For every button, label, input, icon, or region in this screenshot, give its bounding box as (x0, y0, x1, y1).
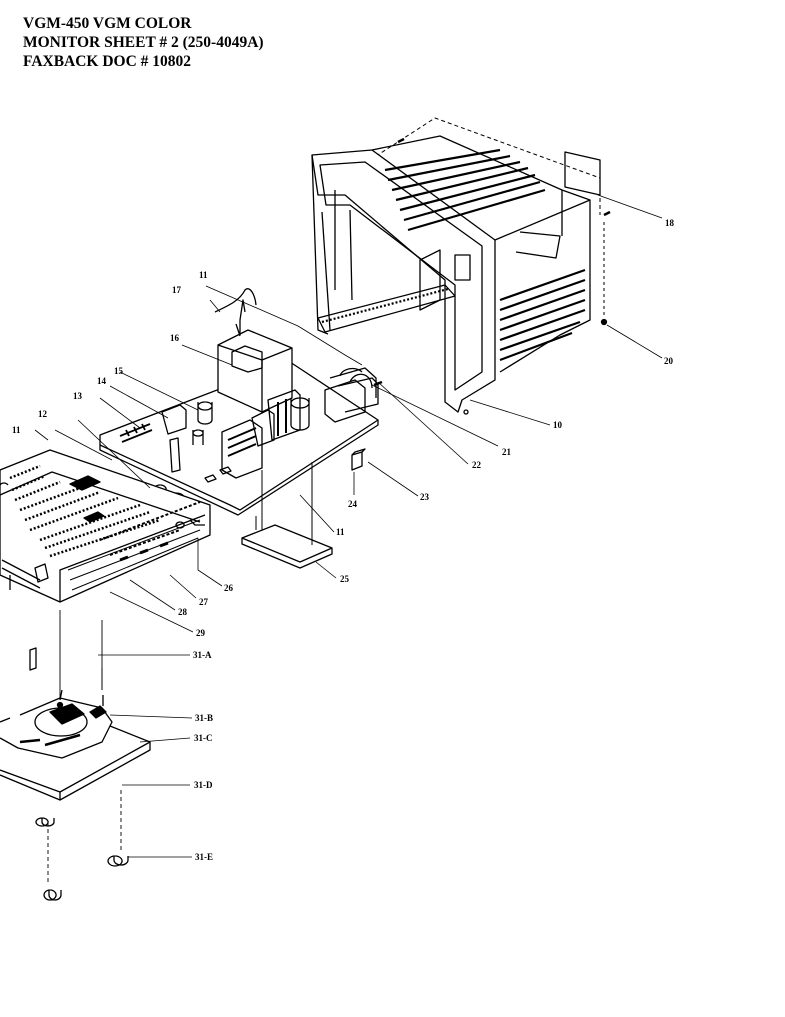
callout-31d: 31-D (194, 780, 213, 790)
header-faxback-line: FAXBACK DOC # 10802 (23, 53, 192, 70)
bottom-plate (241, 462, 333, 569)
header-sheet-line: MONITOR SHEET # 2 (250-4049A) (23, 34, 264, 51)
callout-28: 28 (178, 607, 188, 617)
callout-31c: 31-C (194, 733, 213, 743)
rear-cabinet (311, 117, 611, 415)
callout-labels: 18 20 10 11 17 16 15 14 13 12 11 21 22 2… (12, 218, 675, 862)
callout-22: 22 (472, 460, 482, 470)
main-chassis-board (99, 288, 383, 516)
callout-31e: 31-E (195, 852, 213, 862)
callout-11-mid: 11 (336, 527, 345, 537)
left-chassis-assembly (0, 449, 211, 603)
callout-24: 24 (348, 499, 358, 509)
document-header: VGM-450 VGM COLOR MONITOR SHEET # 2 (250… (23, 14, 264, 71)
callout-20: 20 (664, 356, 674, 366)
leader-lines (34, 194, 663, 858)
callout-25: 25 (340, 574, 350, 584)
callout-12: 12 (38, 409, 48, 419)
callout-15: 15 (114, 366, 124, 376)
callout-29: 29 (196, 628, 206, 638)
callout-26: 26 (224, 583, 234, 593)
callout-27: 27 (199, 597, 209, 607)
callout-23: 23 (420, 492, 430, 502)
swivel-base (0, 610, 151, 901)
callout-13: 13 (73, 391, 83, 401)
callout-11-top: 11 (199, 270, 208, 280)
callout-31a: 31-A (193, 650, 212, 660)
callout-11-left: 11 (12, 425, 21, 435)
callout-17: 17 (172, 285, 182, 295)
header-title-line: VGM-450 VGM COLOR (23, 15, 192, 32)
callout-16: 16 (170, 333, 180, 343)
callout-31b: 31-B (195, 713, 213, 723)
callout-18: 18 (665, 218, 675, 228)
callout-14: 14 (97, 376, 107, 386)
callout-21: 21 (502, 447, 512, 457)
callout-10: 10 (553, 420, 563, 430)
